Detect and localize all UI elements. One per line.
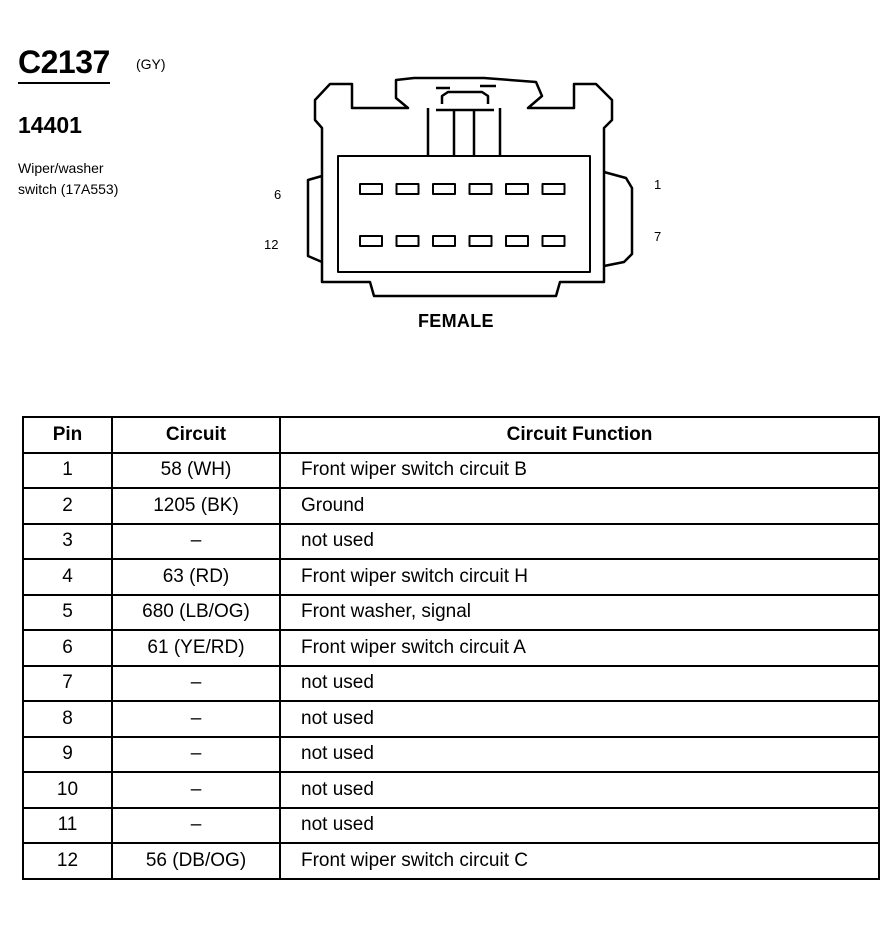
circuit-cell: – <box>111 806 281 844</box>
connector-inner-frame <box>337 155 591 273</box>
function-cell: Front wiper switch circuit H <box>279 558 880 596</box>
circuit-cell: 63 (RD) <box>111 558 281 596</box>
pin-cell: 8 <box>22 700 113 738</box>
latch-bumps <box>436 84 496 90</box>
pin-cavities <box>359 183 566 247</box>
circuit-cell: 58 (WH) <box>111 451 281 489</box>
latch-tab <box>426 90 502 156</box>
table-row: 11–not used <box>22 806 880 844</box>
pin-label-bottom-right: 7 <box>654 229 661 244</box>
function-cell: Ground <box>279 487 880 525</box>
description-line-2: switch (17A553) <box>18 181 119 197</box>
pin-cavity <box>395 235 420 247</box>
function-cell: Front wiper switch circuit B <box>279 451 880 489</box>
circuit-cell: – <box>111 522 281 560</box>
connector-id: C2137 <box>18 44 110 84</box>
connector-drawing: 6 12 1 7 <box>264 76 661 298</box>
table-row: 7–not used <box>22 664 880 702</box>
pin-cavity <box>505 235 529 247</box>
pin-cavity <box>541 183 566 195</box>
pin-cell: 2 <box>22 487 113 525</box>
function-cell: not used <box>279 771 880 809</box>
pin-cell: 5 <box>22 593 113 631</box>
table-row: 8–not used <box>22 700 880 738</box>
pin-label-bottom-left: 12 <box>264 237 278 252</box>
pin-label-top-left: 6 <box>274 187 281 202</box>
function-cell: not used <box>279 735 880 773</box>
color-code: (GY) <box>136 56 166 72</box>
circuit-cell: – <box>111 735 281 773</box>
connector-gender-label: FEMALE <box>418 311 494 331</box>
pin-cell: 11 <box>22 806 113 844</box>
circuit-cell: 1205 (BK) <box>111 487 281 525</box>
table-row: 3–not used <box>22 522 880 560</box>
circuit-cell: – <box>111 700 281 738</box>
component-description: Wiper/washer switch (17A553) <box>18 158 218 200</box>
pin-cell: 7 <box>22 664 113 702</box>
circuit-cell: 680 (LB/OG) <box>111 593 281 631</box>
pin-cavity <box>468 183 493 195</box>
function-cell: not used <box>279 664 880 702</box>
pin-cavity <box>432 183 456 195</box>
table-header-row: Pin Circuit Circuit Function <box>22 416 880 454</box>
function-cell: Front wiper switch circuit C <box>279 842 880 880</box>
part-number: 14401 <box>18 112 82 138</box>
pin-cell: 9 <box>22 735 113 773</box>
table-row: 10–not used <box>22 771 880 809</box>
circuit-cell: 56 (DB/OG) <box>111 842 281 880</box>
circuit-cell: – <box>111 664 281 702</box>
pin-cavity <box>432 235 456 247</box>
pin-cell: 10 <box>22 771 113 809</box>
circuit-cell: – <box>111 771 281 809</box>
column-header-circuit: Circuit <box>111 416 281 454</box>
pin-cell: 3 <box>22 522 113 560</box>
pin-cell: 1 <box>22 451 113 489</box>
pin-cavity <box>359 183 383 195</box>
pin-cavity <box>505 183 529 195</box>
pin-label-top-right: 1 <box>654 177 661 192</box>
pin-cavity <box>541 235 566 247</box>
pin-cavity <box>359 235 383 247</box>
pin-cell: 4 <box>22 558 113 596</box>
column-header-circuit-function: Circuit Function <box>279 416 880 454</box>
function-cell: Front wiper switch circuit A <box>279 629 880 667</box>
pin-cavity <box>395 183 420 195</box>
description-line-1: Wiper/washer <box>18 160 104 176</box>
table-row: 9–not used <box>22 735 880 773</box>
circuit-cell: 61 (YE/RD) <box>111 629 281 667</box>
left-side-latch <box>306 174 323 264</box>
right-side-latch <box>603 170 634 268</box>
pin-cell: 12 <box>22 842 113 880</box>
pin-cell: 6 <box>22 629 113 667</box>
connector-housing-outline <box>313 76 614 298</box>
function-cell: not used <box>279 806 880 844</box>
function-cell: not used <box>279 522 880 560</box>
pin-cavity <box>468 235 493 247</box>
function-cell: Front washer, signal <box>279 593 880 631</box>
function-cell: not used <box>279 700 880 738</box>
column-header-pin: Pin <box>22 416 113 454</box>
